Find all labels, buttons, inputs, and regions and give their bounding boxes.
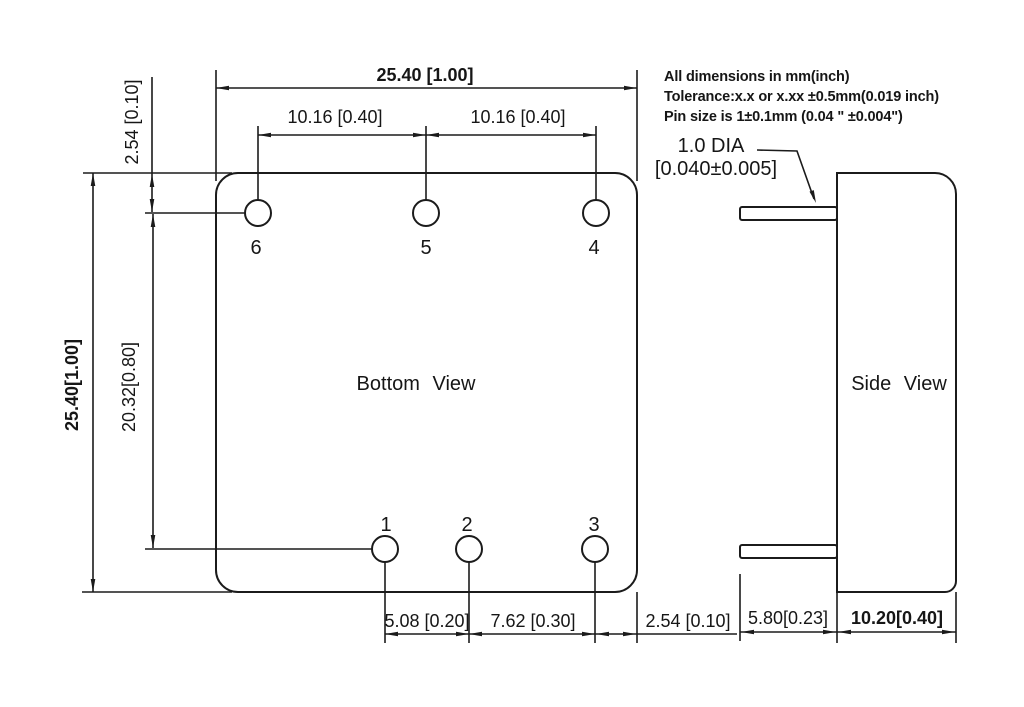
arrow [413, 132, 426, 138]
pin-number-6: 6 [250, 237, 261, 259]
dim-top-width: 25.40 [1.00] [376, 65, 473, 85]
pin-number-4: 4 [588, 237, 599, 259]
pin-number-3: 3 [588, 514, 599, 536]
arrow [838, 629, 851, 635]
pin-hole-1 [371, 535, 399, 563]
leader-arrow [809, 190, 816, 203]
pin-number-1: 1 [380, 514, 391, 536]
arrow [258, 132, 271, 138]
dim-pin2-pin3: 7.62 [0.30] [490, 611, 575, 631]
pin-number-5: 5 [420, 237, 431, 259]
arrow [623, 631, 636, 637]
pin-hole-4 [582, 199, 610, 227]
arrow [426, 132, 439, 138]
arrow [90, 173, 96, 186]
arrow [741, 629, 754, 635]
side-view-label: Side View [851, 373, 947, 395]
arrow [583, 132, 596, 138]
note-line-1: All dimensions in mm(inch) [664, 69, 850, 85]
dim-pin1-pin2: 5.08 [0.20] [384, 611, 469, 631]
arrow [149, 174, 155, 187]
pin-dia-label: 1.0 DIA [678, 135, 745, 157]
dim-edge-offset-top-left: 2.54 [0.10] [122, 79, 142, 164]
dimension-lines [92, 77, 956, 635]
dim-pin3-edge: 2.54 [0.10] [645, 611, 730, 631]
pin-hole-5 [412, 199, 440, 227]
arrow [150, 535, 156, 548]
arrow [596, 631, 609, 637]
arrow [582, 631, 595, 637]
arrow [823, 629, 836, 635]
pin-hole-3 [581, 535, 609, 563]
dim-pitch-right: 10.16 [0.40] [470, 107, 565, 127]
dim-pin-row-span: 20.32[0.80] [119, 342, 139, 432]
dim-pin-length: 5.80[0.23] [748, 608, 828, 628]
side-view-pin-bottom [739, 544, 838, 559]
side-view-pin-top [739, 206, 838, 221]
pin-number-2: 2 [461, 514, 472, 536]
arrow [216, 85, 229, 91]
note-line-2: Tolerance:x.x or x.xx ±0.5mm(0.019 inch) [664, 89, 939, 105]
arrowheads [90, 85, 955, 637]
arrow [942, 629, 955, 635]
note-line-3: Pin size is 1±0.1mm (0.04 " ±0.004") [664, 109, 903, 125]
bottom-view-label: Bottom View [357, 373, 476, 395]
pin-hole-2 [455, 535, 483, 563]
dim-overall-height: 25.40[1.00] [62, 339, 82, 431]
leader-pin-dia [756, 149, 815, 200]
dim-body-depth: 10.20[0.40] [851, 608, 943, 628]
pin-hole-6 [244, 199, 272, 227]
arrow [90, 579, 96, 592]
arrow [624, 85, 637, 91]
pin-dia-tolerance: [0.040±0.005] [655, 158, 777, 180]
arrow [150, 214, 156, 227]
dim-pitch-left: 10.16 [0.40] [287, 107, 382, 127]
extension-lines [82, 70, 957, 643]
arrow [456, 631, 469, 637]
package-outlines [215, 172, 957, 593]
arrow [469, 631, 482, 637]
arrow [149, 199, 155, 212]
side-view-outline [836, 172, 957, 593]
arrow [385, 631, 398, 637]
